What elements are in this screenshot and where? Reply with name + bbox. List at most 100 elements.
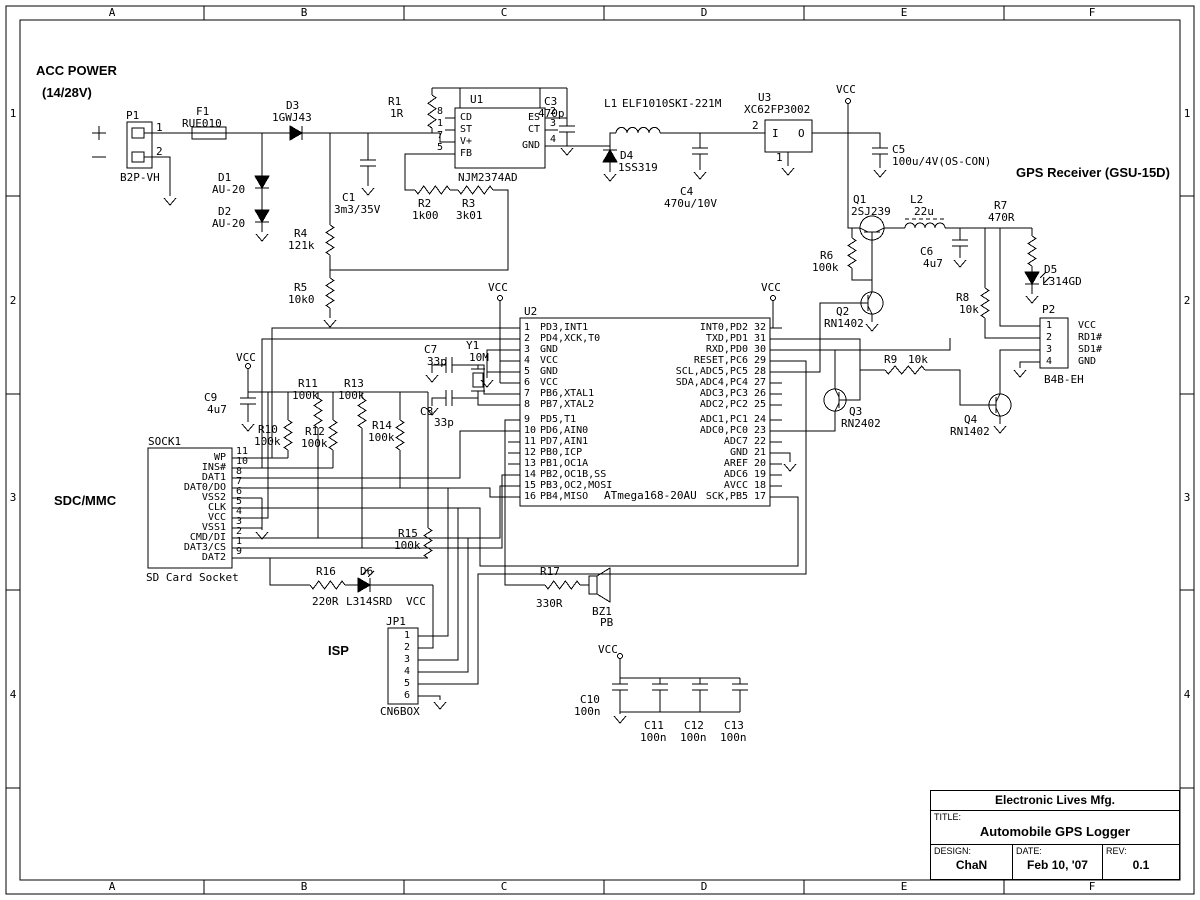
- wire-cmd: [250, 485, 508, 539]
- label-r4-ref: R4: [294, 227, 308, 240]
- frame-outer: [5, 5, 1195, 895]
- label-c6-val: 4u7: [923, 257, 943, 270]
- label-c12-val: 100n: [680, 731, 707, 744]
- u2-pin-13-number: 13: [524, 458, 537, 469]
- label-p1-part: B2P-VH: [120, 171, 160, 184]
- title-row: TITLE: Automobile GPS Logger: [931, 811, 1179, 845]
- label-c9-val: 4u7: [207, 403, 227, 416]
- wire-q2-b: [782, 302, 861, 373]
- capacitor-c10-decap: [612, 683, 628, 691]
- wire-p2-gnd: [1019, 361, 1040, 368]
- wire-fb-route: [404, 153, 445, 191]
- wire-gnd-pin21: [782, 452, 791, 462]
- label-p2-ref: P2: [1042, 303, 1056, 316]
- u1-pin-1-label: ST: [460, 124, 473, 135]
- resistor-r16: [309, 580, 346, 590]
- resistor-r17: [544, 580, 581, 590]
- label-r13-ref: R13: [344, 377, 364, 390]
- u1-pin-3-number: 3: [550, 118, 557, 129]
- wire-u1-vin: [439, 133, 455, 143]
- capacitor-c8: [445, 390, 453, 406]
- u1-pin-5-number: 5: [436, 142, 443, 153]
- grid-row-right-4: 4: [1183, 688, 1191, 701]
- wire-jp1-gnd: [418, 695, 441, 700]
- grid-col-top-F: F: [1088, 6, 1096, 19]
- sock1-pin-1-number: 1: [236, 536, 243, 547]
- label-r15-val: 100k: [394, 539, 421, 552]
- label-r1-val: 1R: [390, 107, 404, 120]
- u1-pin-2-label: ES: [527, 112, 540, 123]
- resistor-r7: [1027, 235, 1037, 267]
- u2-pin-27-label: SDA,ADC4,PC4: [675, 377, 748, 388]
- p2-pin-4-number: 4: [1046, 356, 1053, 367]
- label-bz1-val: PB: [600, 616, 614, 629]
- u2-pin-14-number: 14: [524, 469, 537, 480]
- led-d6: [357, 577, 371, 593]
- label-c3-ref: C3: [544, 95, 558, 108]
- wire-dat1: [250, 430, 508, 479]
- grid-col-top-A: A: [108, 6, 116, 19]
- u2-pin-19-number: 19: [753, 469, 766, 480]
- capacitor-c13-decap: [732, 683, 748, 691]
- label-r17-val: 330R: [536, 597, 563, 610]
- ground-symbol-2: [323, 319, 337, 328]
- u2-pin-26-number: 26: [753, 388, 766, 399]
- capacitor-c5: [872, 147, 888, 155]
- u2-pin-29-number: 29: [753, 355, 766, 366]
- u2-pin-2-label: PD4,XCK,T0: [540, 333, 601, 344]
- label-l1-val: ELF1010SKI-221M: [622, 97, 722, 110]
- title-block-bottom: DESIGN: ChaN DATE: Feb 10, '07 REV: 0.1: [931, 845, 1179, 879]
- u2-pin-16-number: 16: [524, 491, 537, 502]
- connector-p1-box: [126, 121, 153, 169]
- label-vcc-main: VCC: [836, 83, 856, 96]
- ground-symbol-11: [865, 323, 879, 332]
- jp1-pin-5-number: 5: [404, 678, 411, 689]
- led-d6-arrow1: [361, 568, 369, 576]
- sock1-pin-7-number: 7: [236, 476, 243, 487]
- label-r8-val: 10k: [959, 303, 979, 316]
- u2-pin-18-number: 18: [753, 480, 766, 491]
- label-u2-ref: U2: [524, 305, 538, 318]
- grid-row-right-1: 1: [1183, 107, 1191, 120]
- resistor-r10: [283, 419, 293, 451]
- label-d6-ref: D6: [360, 565, 374, 578]
- u2-pin-12-number: 12: [524, 447, 537, 458]
- u2-pin-15-label: PB3,OC2,MOSI: [540, 480, 613, 491]
- grid-col-bottom-E: E: [900, 880, 908, 893]
- label-p1-ref: P1: [126, 109, 140, 122]
- u2-pin-7-label: PB6,XTAL1: [540, 388, 595, 399]
- u2-pin-24-label: ADC1,PC1: [699, 414, 748, 425]
- ground-symbol-20: [433, 701, 447, 710]
- label-r10-val: 100k: [254, 435, 281, 448]
- capacitor-c3: [559, 125, 575, 133]
- label-r11-ref: R11: [298, 377, 318, 390]
- grid-col-bottom-A: A: [108, 880, 116, 893]
- wire-q3-c: [782, 411, 836, 432]
- resistor-r1: [427, 94, 437, 129]
- u2-pin-12-label: PB0,ICP: [540, 447, 583, 458]
- u2-pin-15-number: 15: [524, 480, 537, 491]
- sock1-pin-7-label: DAT0/DO: [183, 482, 226, 493]
- capacitor-c1: [360, 159, 376, 167]
- resistor-r11: [313, 397, 323, 429]
- label-bz1-ref: BZ1: [592, 605, 612, 618]
- wire-r16-in: [269, 558, 310, 586]
- label-q3-ref: Q3: [849, 405, 863, 418]
- label-vcc-u2-right: VCC: [761, 281, 781, 294]
- u2-pin-9-number: 9: [524, 414, 531, 425]
- u2-pin-9-label: PD5,T1: [540, 414, 577, 425]
- wire-pd4: [261, 338, 508, 468]
- label-c10-val: 100n: [574, 705, 601, 718]
- buzzer-bz1: [588, 567, 611, 603]
- ground-symbol-16: [425, 407, 439, 416]
- rev-cell: REV: 0.1: [1103, 845, 1179, 879]
- wire-q1-src: [847, 133, 860, 229]
- ground-symbol-0: [163, 197, 177, 206]
- u2-pin-3-label: GND: [540, 344, 559, 355]
- grid-col-top-B: B: [300, 6, 308, 19]
- u2-pin-29-label: RESET,PC6: [693, 355, 748, 366]
- capacitor-c9: [240, 397, 256, 405]
- capacitor-c12-decap: [692, 683, 708, 691]
- label-u3-part: XC62FP3002: [744, 103, 811, 116]
- u2-pin-2-number: 2: [524, 333, 531, 344]
